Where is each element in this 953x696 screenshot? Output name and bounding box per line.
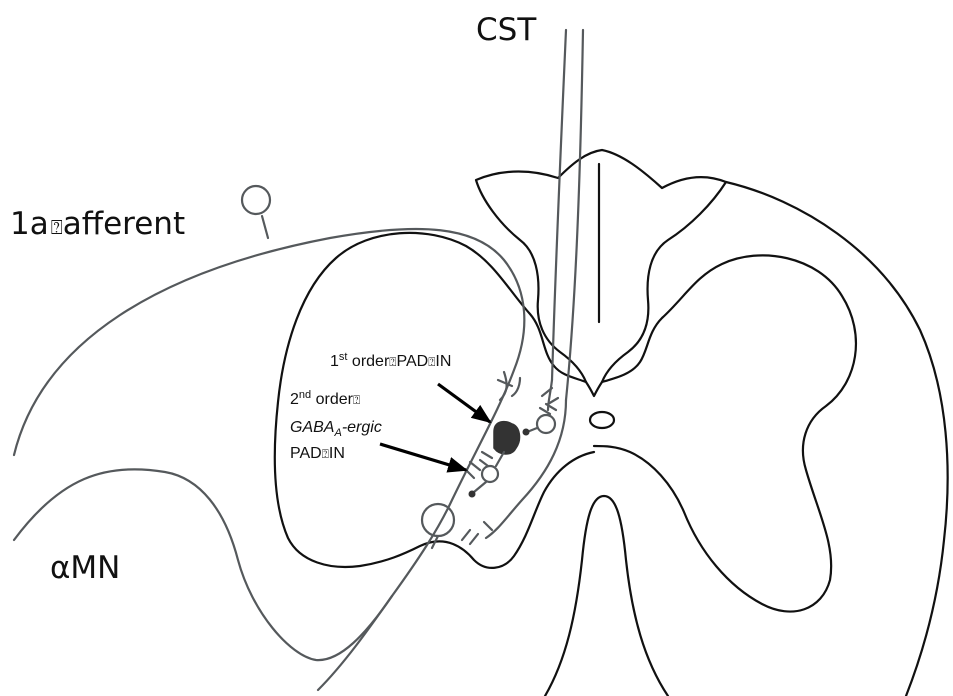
afferent-stalk — [262, 216, 268, 238]
synapse-dot-2-icon — [469, 491, 476, 498]
afferent-fibre — [14, 229, 524, 690]
afferent-branch-1 — [500, 372, 507, 400]
right-grey-matter — [594, 255, 856, 611]
cst-label: CST — [476, 12, 537, 48]
right-white-matter — [726, 182, 948, 696]
first-order-label: 1st order⍰PAD⍰IN — [330, 351, 451, 370]
first-order-pad-in-soma-icon — [494, 422, 519, 454]
ventral-fissure — [545, 496, 668, 696]
second-order-pad-in-soma-icon — [482, 466, 498, 482]
terminal-3 — [462, 530, 478, 544]
terminal-4 — [484, 522, 492, 530]
afferent-label: 1a⍰afferent — [10, 206, 185, 242]
cst-tract-left — [552, 30, 566, 380]
placeholder-box-icon: ⍰ — [51, 215, 63, 239]
synapse-dot-1-icon — [523, 429, 530, 436]
second-order-axon — [474, 482, 486, 492]
interneurons — [469, 404, 557, 498]
nerve-fibres — [14, 30, 583, 690]
afferent-branch-2 — [512, 378, 520, 396]
second-order-terminals — [480, 452, 492, 466]
arrow-first-order — [438, 384, 490, 422]
terminal-2 — [466, 462, 480, 478]
gaba-label: GABAA-ergic — [290, 419, 382, 439]
arrow-second-order — [380, 444, 466, 470]
central-canal — [590, 412, 614, 428]
second-order-label: 2nd order⍰ — [290, 389, 360, 408]
cst-tract-right — [566, 30, 583, 400]
afferent-soma-icon — [242, 186, 270, 214]
pad-in-label: PAD⍰IN — [290, 445, 345, 462]
motor-neuron-soma-icon — [422, 504, 454, 536]
gaba-interneuron-soma-icon — [537, 415, 555, 433]
second-order-dendrite — [496, 452, 504, 466]
amn-label: αMN — [50, 550, 120, 586]
